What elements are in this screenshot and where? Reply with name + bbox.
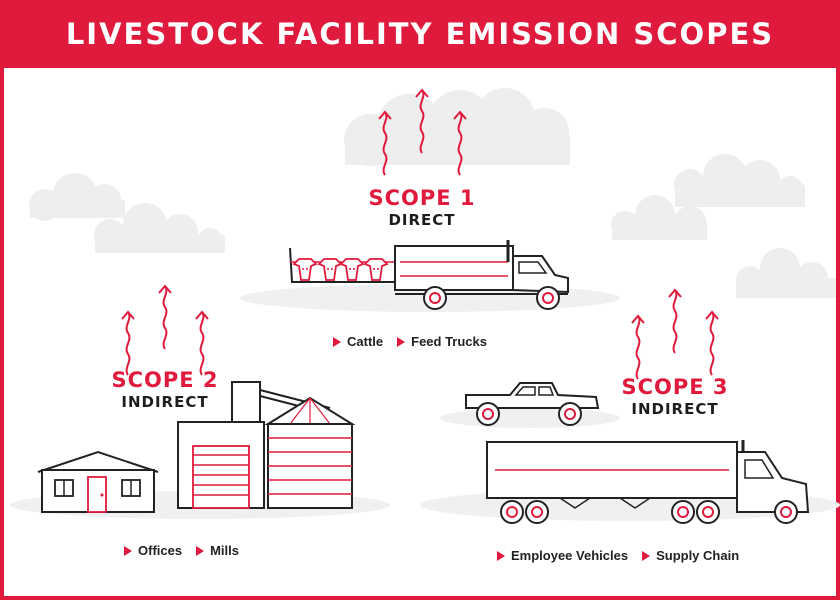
- triangle-bullet-icon: [333, 336, 341, 347]
- scope1-type: DIRECT: [388, 211, 456, 229]
- scope2-type: INDIRECT: [121, 393, 209, 411]
- list-item: Feed Trucks: [397, 334, 487, 349]
- cloud-right-upper: [674, 154, 805, 207]
- pickup-truck-illustration: [465, 382, 600, 426]
- office-building-illustration: [37, 450, 159, 513]
- item-label: Offices: [138, 543, 183, 558]
- item-label: Employee Vehicles: [511, 548, 629, 563]
- item-label: Feed Trucks: [411, 334, 487, 349]
- scope2-name: SCOPE 2: [111, 368, 219, 392]
- list-item: Cattle: [333, 334, 383, 349]
- title-banner: LIVESTOCK FACILITY EMISSION SCOPES: [0, 0, 840, 68]
- scope1-label: SCOPE 1 DIRECT: [312, 186, 532, 230]
- triangle-bullet-icon: [642, 550, 651, 561]
- scope2-items: Offices Mills: [124, 543, 239, 558]
- scope2-label: SCOPE 2 INDIRECT: [55, 368, 275, 412]
- item-label: Supply Chain: [656, 548, 740, 563]
- list-item: Employee Vehicles: [497, 548, 628, 563]
- triangle-bullet-icon: [124, 545, 132, 556]
- cloud-left-upper: [29, 173, 125, 221]
- scope3-type: INDIRECT: [631, 400, 719, 418]
- semi-truck-illustration: [486, 440, 810, 524]
- scope1-name: SCOPE 1: [368, 186, 476, 210]
- page-title: LIVESTOCK FACILITY EMISSION SCOPES: [65, 17, 775, 51]
- cattle-truck-illustration: [289, 240, 569, 310]
- scope3-label: SCOPE 3 INDIRECT: [565, 375, 785, 419]
- cloud-right-lower: [736, 248, 836, 298]
- cloud-right-middle: [611, 195, 707, 240]
- cloud-top: [344, 88, 570, 166]
- cloud-left-lower: [94, 203, 225, 253]
- scope3-name: SCOPE 3: [621, 375, 729, 399]
- list-item: Offices: [124, 543, 182, 558]
- triangle-bullet-icon: [497, 550, 505, 561]
- list-item: Mills: [196, 543, 239, 558]
- triangle-bullet-icon: [196, 545, 205, 556]
- item-label: Mills: [210, 543, 239, 558]
- list-item: Supply Chain: [642, 548, 739, 563]
- feed-mill-illustration: [177, 381, 356, 509]
- scope3-items: Employee Vehicles Supply Chain: [497, 548, 739, 563]
- triangle-bullet-icon: [397, 336, 406, 347]
- emission-arrows-scope3: [631, 289, 719, 380]
- emission-arrows-scope2: [121, 285, 209, 376]
- item-label: Cattle: [347, 334, 384, 349]
- scope1-items: Cattle Feed Trucks: [333, 334, 487, 349]
